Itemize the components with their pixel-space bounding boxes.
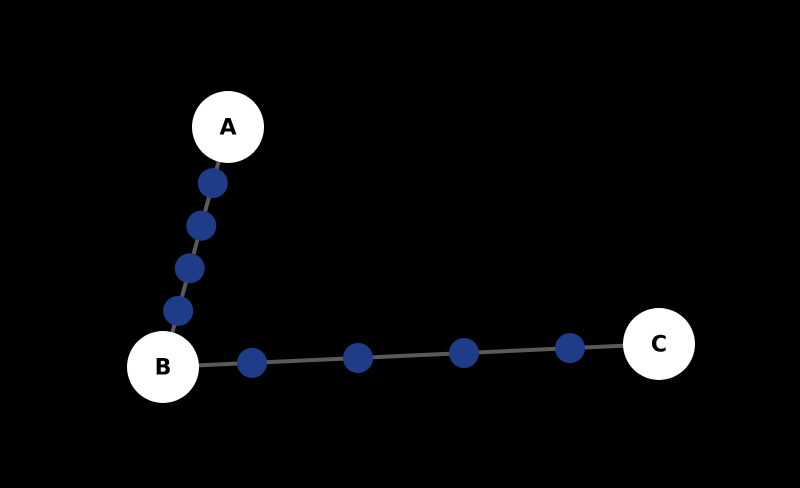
node-a-label: A [219,116,236,141]
edge-a-b-point-2 [186,210,217,241]
node-c: C [623,308,695,380]
node-a: A [192,91,264,163]
node-b-circle [127,331,199,403]
edge-a-b-point-1 [197,168,228,199]
edge-a-b [161,126,230,368]
edges-layer [161,126,660,369]
node-b-label: B [155,356,172,381]
node-c-circle [623,308,695,380]
edge-b-c-point-4 [555,333,585,364]
nodes-layer: A B C [127,91,695,403]
edge-b-c-point-3 [449,338,479,368]
edge-b-c-point-2 [343,343,373,373]
edge-a-b-point-3 [174,253,205,284]
node-b: B [127,331,199,403]
edge-a-b-point-4 [163,295,194,326]
node-a-circle [192,91,264,163]
edge-b-c-point-1 [237,347,267,378]
node-c-label: C [651,333,667,358]
points-layer [163,168,585,378]
